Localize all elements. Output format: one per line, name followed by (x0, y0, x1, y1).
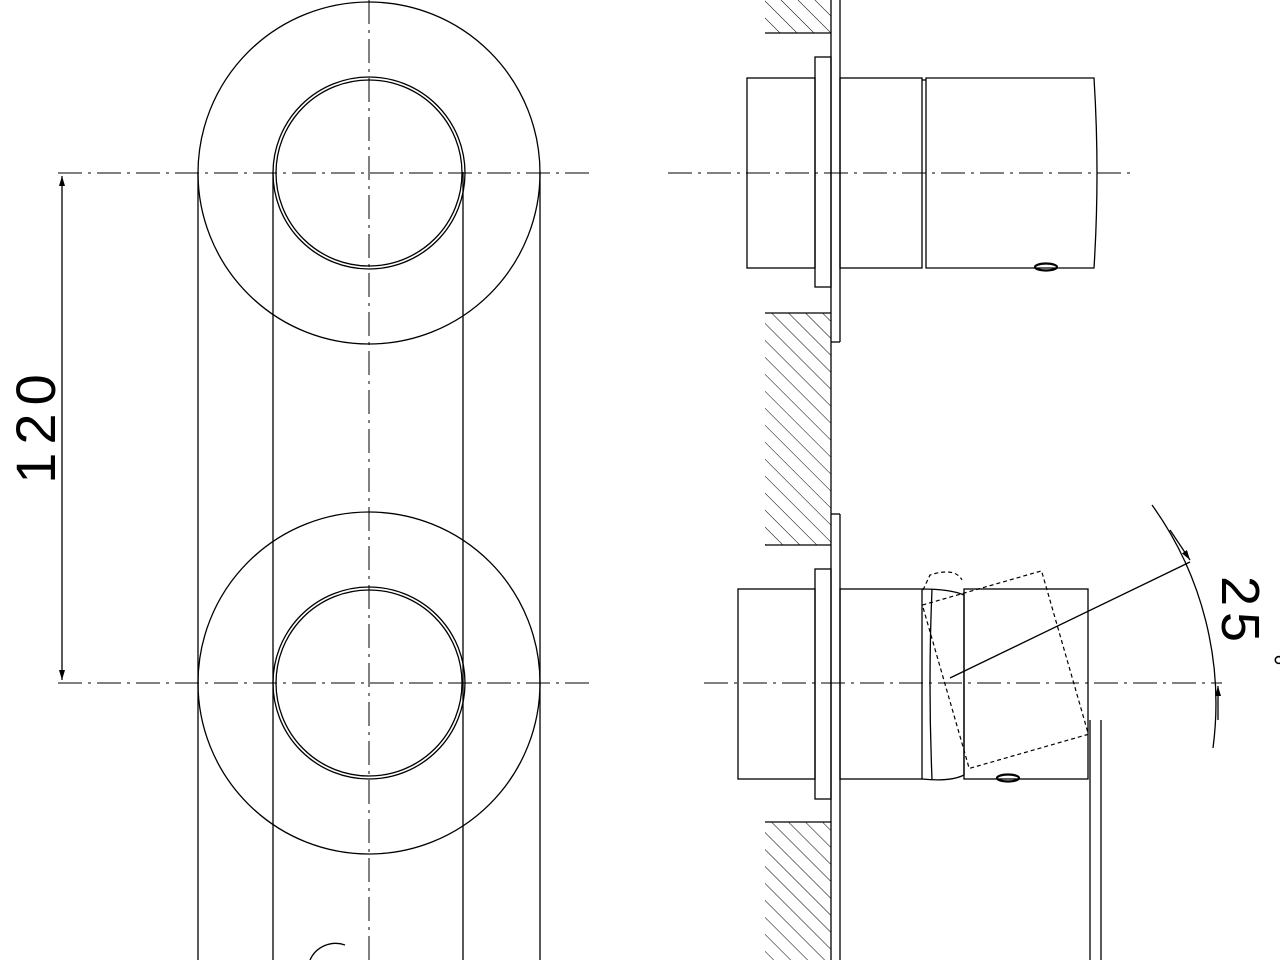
bottom-body-rear (737, 588, 816, 780)
angle-arrow-upper (1169, 529, 1191, 561)
side-view: 25 ° (668, 0, 1280, 960)
rotated-neck-outline (922, 571, 963, 591)
bottom-neck-inner (929, 588, 933, 780)
bottom-flange (814, 568, 832, 800)
dimension-label-25: 25 (1210, 576, 1270, 648)
wall-hatch-bottom (765, 822, 831, 960)
bottom-handle-cap (963, 588, 1089, 780)
top-handle-screw (1033, 262, 1059, 272)
angle-arc (1151, 504, 1217, 749)
angle-leg-line (949, 561, 1191, 679)
front-view: 120 (4, 0, 592, 960)
rotated-handle-outline (921, 570, 1090, 770)
top-flange (814, 56, 832, 288)
degree-symbol: ° (1255, 654, 1280, 666)
wall-hatch-middle (765, 313, 831, 545)
bottom-handle-screw (995, 773, 1021, 783)
bottom-body-front (839, 588, 923, 780)
partial-circle-bottom (309, 942, 346, 960)
bottom-neck (921, 588, 965, 781)
dimension-label-120: 120 (4, 366, 67, 483)
top-handle-cap (925, 77, 1098, 269)
wall-hatch-top (765, 0, 831, 33)
